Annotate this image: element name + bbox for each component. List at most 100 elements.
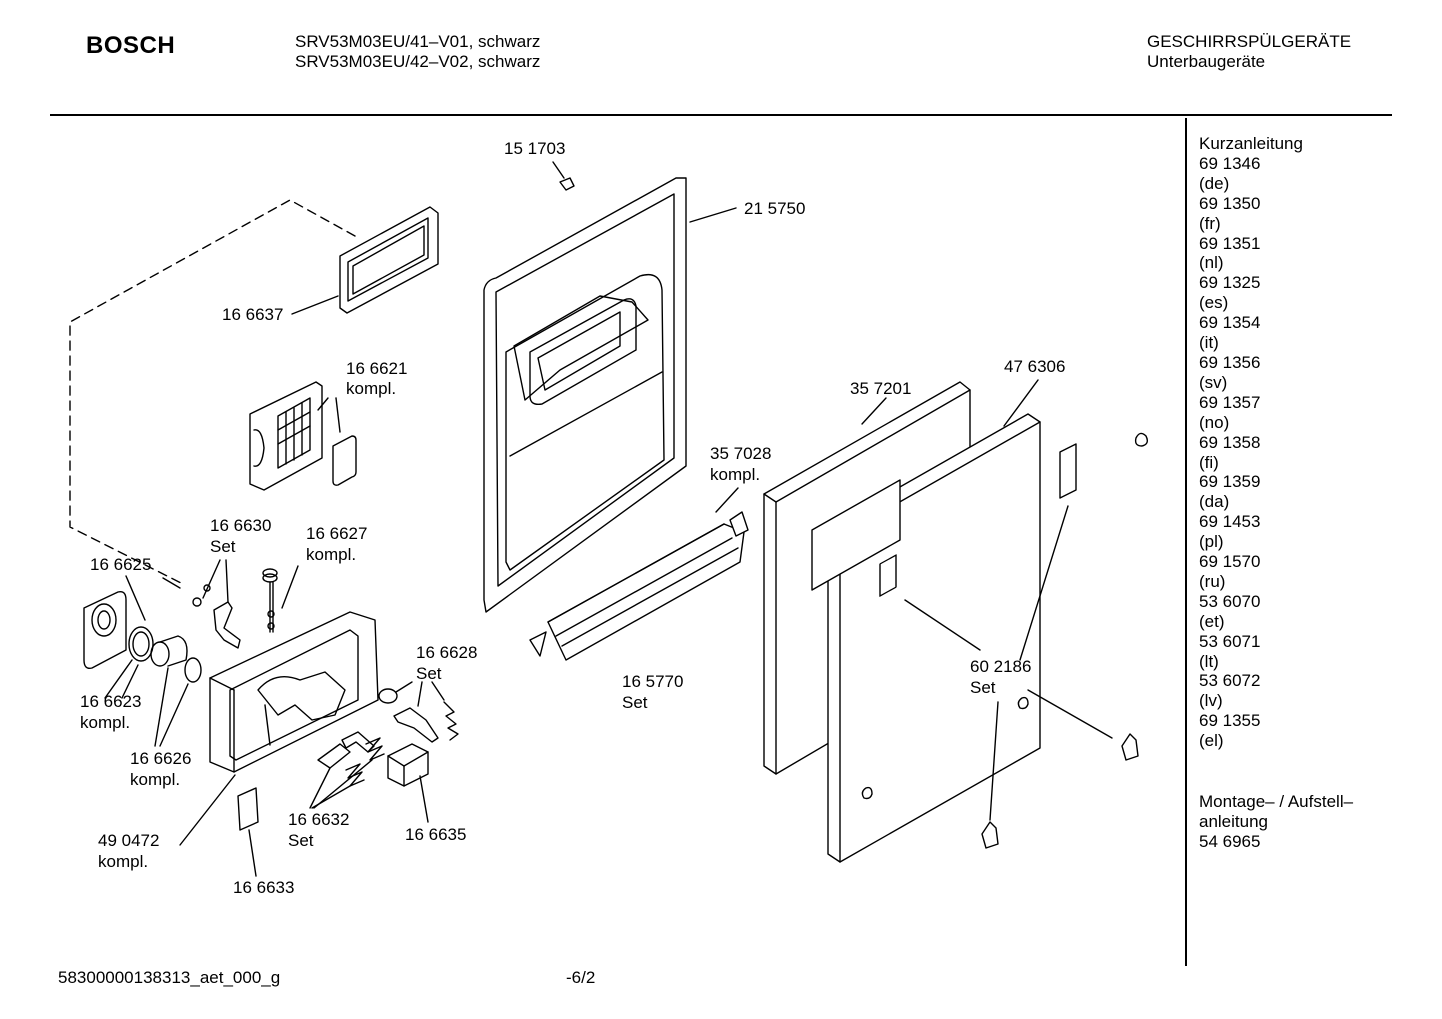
- part-label-166637: 16 6637: [222, 305, 284, 324]
- part-166628-spring: [443, 701, 459, 741]
- model-line-2: SRV53M03EU/42–V02, schwarz: [295, 52, 541, 71]
- manual-lang: (lv): [1199, 691, 1223, 711]
- part-166621-module: [249, 381, 323, 491]
- manual-number: 69 1570: [1199, 552, 1261, 572]
- part-490472-dispenser: [209, 611, 379, 773]
- part-166628-lever: [393, 707, 439, 743]
- part-166626-cap: [150, 635, 188, 667]
- part-label-151703: 15 1703: [504, 139, 566, 158]
- part-label-suffix: kompl.: [346, 379, 397, 398]
- category-line-1: GESCHIRRSPÜLGERÄTE: [1147, 32, 1352, 51]
- part-label-602186: 60 2186: [970, 657, 1032, 676]
- brand-logo: BOSCH: [86, 32, 176, 59]
- manual-number: 69 1453: [1199, 512, 1261, 532]
- part-label-166623: 16 6623: [80, 692, 142, 711]
- manual-number: 69 1354: [1199, 313, 1261, 333]
- part-602186-hinge: [981, 821, 999, 849]
- part-166630-pin: [213, 601, 241, 649]
- manual-number: 69 1355: [1199, 711, 1261, 731]
- part-label-215750: 21 5750: [744, 199, 806, 218]
- part-label-suffix: kompl.: [130, 770, 181, 789]
- part-label-166633: 16 6633: [233, 878, 295, 897]
- part-166637-frame: [339, 206, 439, 314]
- manual-lang: (de): [1199, 173, 1230, 193]
- part-label-166626: 16 6626: [130, 749, 192, 768]
- part-label-suffix: Set: [622, 693, 648, 712]
- assembly-dashed-outline: [69, 199, 356, 586]
- manual-number: 69 1356: [1199, 352, 1261, 372]
- montage-number: 54 6965: [1199, 832, 1261, 851]
- part-label-166621: 16 6621: [346, 359, 408, 378]
- part-602186-hinge: [1121, 733, 1139, 761]
- part-label-166628: 16 6628: [416, 643, 478, 662]
- manual-number: 53 6070: [1199, 591, 1261, 611]
- manual-lang: (no): [1199, 412, 1230, 432]
- part-166628-ring: [378, 688, 398, 704]
- manual-lang: (et): [1199, 611, 1225, 631]
- part-215750-inner-door: [483, 177, 687, 613]
- category-line-2: Unterbaugeräte: [1147, 52, 1266, 71]
- manual-number: 53 6071: [1199, 631, 1261, 651]
- manual-number: 69 1359: [1199, 472, 1261, 492]
- part-label-suffix: kompl.: [306, 545, 357, 564]
- part-166633-plate: [237, 787, 259, 831]
- manual-list-title: Kurzanleitung: [1199, 134, 1303, 153]
- manual-lang: (lt): [1199, 651, 1219, 671]
- part-357028-rail: [529, 511, 749, 661]
- part-label-166627: 16 6627: [306, 524, 368, 543]
- manual-number: 69 1325: [1199, 273, 1261, 293]
- page-number: -6/2: [566, 968, 596, 987]
- manual-lang: (ru): [1199, 571, 1226, 591]
- part-label-suffix: kompl.: [98, 852, 149, 871]
- exploded-parts-drawing: [69, 161, 1149, 877]
- montage-title: Montage– / Aufstell–: [1199, 792, 1354, 811]
- montage-block: Montage– / Aufstell– anleitung 54 6965: [1199, 792, 1353, 852]
- part-166632-spring: [345, 763, 365, 787]
- part-166625-cover: [83, 590, 127, 670]
- part-label-suffix: Set: [288, 831, 314, 850]
- manual-lang: (nl): [1199, 253, 1224, 273]
- manual-lang: (da): [1199, 492, 1230, 512]
- document-id: 58300000138313_aet_000_g: [58, 968, 281, 987]
- manual-lang: (el): [1199, 731, 1224, 751]
- manual-lang: (fr): [1199, 213, 1221, 233]
- part-602186-knob: [1134, 432, 1149, 447]
- part-label-166630: 16 6630: [210, 516, 272, 535]
- manual-number: 69 1350: [1199, 193, 1261, 213]
- part-label-suffix: Set: [970, 678, 996, 697]
- part-label-suffix: Set: [210, 537, 236, 556]
- manual-lang: (pl): [1199, 532, 1224, 552]
- manual-lang: (fi): [1199, 452, 1219, 472]
- part-label-suffix: kompl.: [710, 465, 761, 484]
- part-label-suffix: Set: [416, 664, 442, 683]
- part-166623-ring: [128, 626, 154, 662]
- part-151703-screw: [559, 177, 575, 191]
- manual-lang: (es): [1199, 293, 1229, 313]
- model-line-1: SRV53M03EU/41–V01, schwarz: [295, 32, 541, 51]
- manual-number: 69 1358: [1199, 432, 1261, 452]
- part-label-165770: 16 5770: [622, 672, 684, 691]
- sidebar-divider: [1185, 118, 1187, 966]
- part-166635-switch: [387, 743, 429, 787]
- manual-lang: (it): [1199, 333, 1219, 353]
- manual-number: 69 1351: [1199, 233, 1261, 253]
- part-label-490472: 49 0472: [98, 831, 160, 850]
- manual-list: Kurzanleitung 69 1346 (de) 69 1350 (fr) …: [1199, 134, 1303, 751]
- part-166621-gasket: [332, 435, 357, 486]
- part-166632-lever: [317, 743, 351, 769]
- manual-number: 53 6072: [1199, 671, 1261, 691]
- part-label-166625: 16 6625: [90, 555, 152, 574]
- part-476306-front-panel: [811, 413, 1077, 863]
- part-166627-valve: [262, 568, 278, 633]
- manual-lang: (sv): [1199, 372, 1228, 392]
- montage-subtitle: anleitung: [1199, 812, 1269, 831]
- header-divider: [50, 114, 1392, 116]
- manual-number: 69 1357: [1199, 392, 1261, 412]
- part-label-166632: 16 6632: [288, 810, 350, 829]
- part-label-357028: 35 7028: [710, 444, 772, 463]
- manual-number: 69 1346: [1199, 153, 1261, 173]
- part-label-166635: 16 6635: [405, 825, 467, 844]
- part-label-suffix: kompl.: [80, 713, 131, 732]
- part-label-357201: 35 7201: [850, 379, 912, 398]
- part-label-476306: 47 6306: [1004, 357, 1066, 376]
